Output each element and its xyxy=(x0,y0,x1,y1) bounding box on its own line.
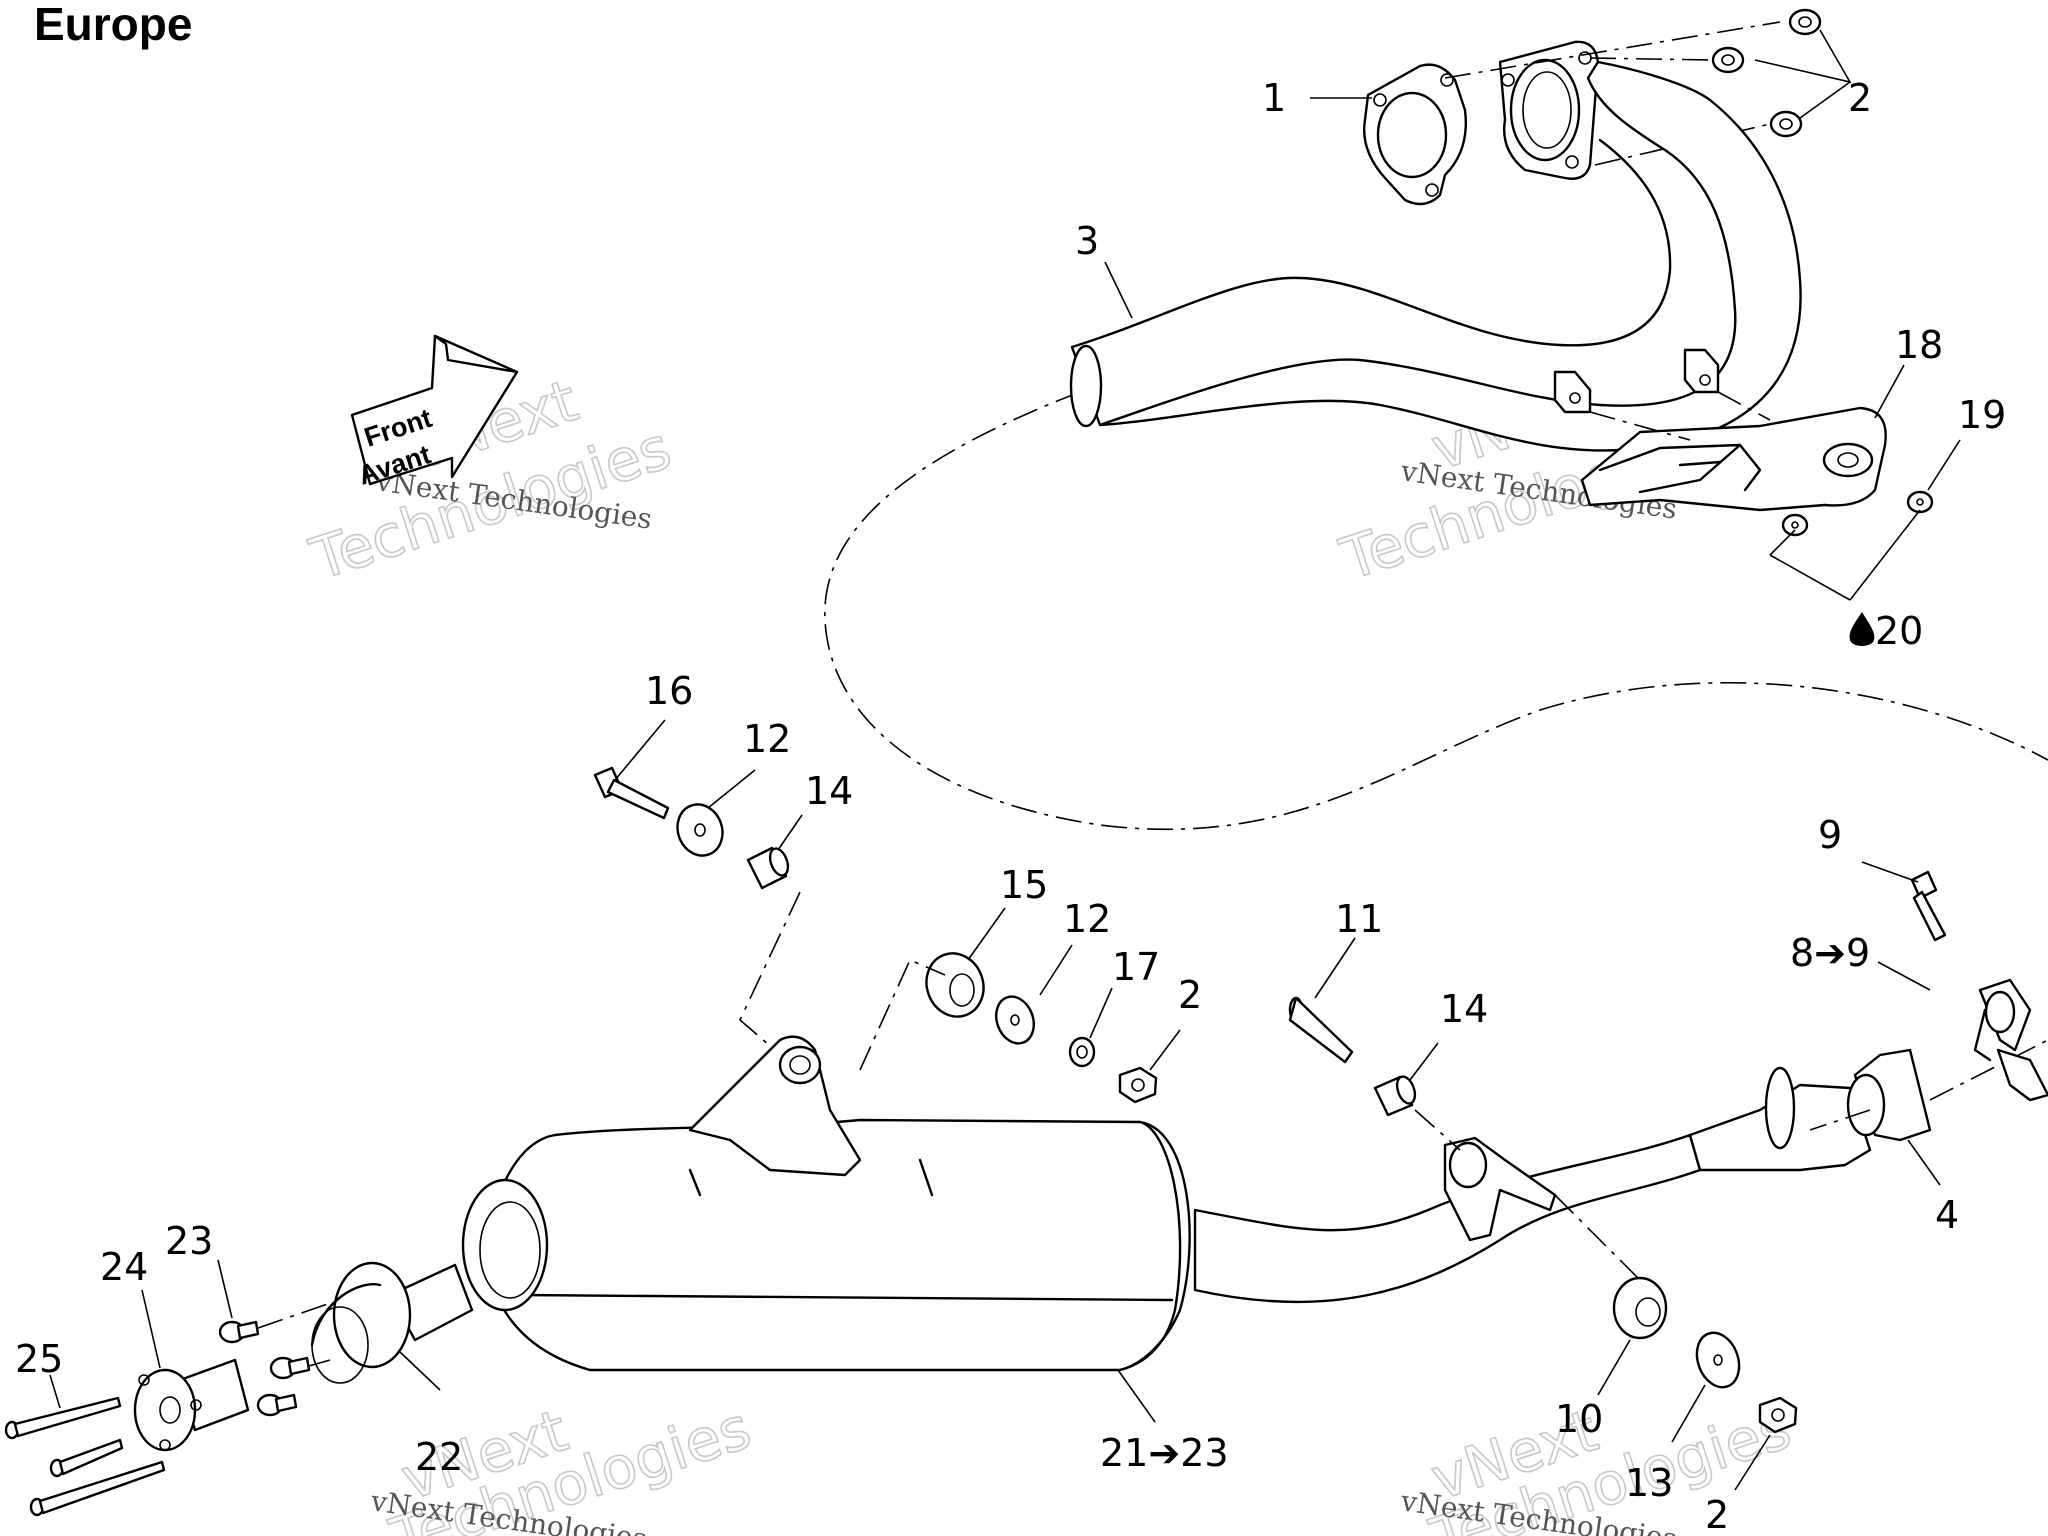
mount-tab-icon xyxy=(1683,348,1720,394)
exhaust-flange-icon xyxy=(1498,40,1600,180)
leader-line xyxy=(1849,509,1921,601)
assembly-routing-line xyxy=(824,391,2048,831)
callout-12: 12 xyxy=(743,717,791,761)
callout-4: 4 xyxy=(1935,1193,1959,1237)
screw-icon xyxy=(269,1356,311,1380)
screw-icon xyxy=(49,1438,124,1478)
callout-14: 14 xyxy=(805,769,853,813)
callout-2: 2 xyxy=(1178,973,1202,1017)
callout-2: 2 xyxy=(1705,1493,1729,1536)
flange-nut-icon xyxy=(1118,1066,1158,1104)
bolt-icon xyxy=(1910,870,1947,942)
flange-nut-icon xyxy=(1711,46,1745,74)
exhaust-sleeve-icon xyxy=(1846,1048,1932,1142)
spacer-icon xyxy=(1068,1036,1096,1068)
callout-20: 20 xyxy=(1875,609,1923,653)
flange-nut-icon xyxy=(1788,8,1822,36)
bolt-icon xyxy=(1288,996,1354,1064)
callout-15: 15 xyxy=(1000,863,1048,907)
callout-3: 3 xyxy=(1075,219,1099,263)
heat-shield-bracket-icon xyxy=(1580,406,1887,512)
page-title: Europe xyxy=(34,0,192,50)
assembly-alignment-line xyxy=(859,958,946,1071)
callout-25: 25 xyxy=(15,1337,63,1381)
callout-22: 22 xyxy=(415,1435,463,1479)
callout-17: 17 xyxy=(1112,945,1160,989)
assembly-alignment-line xyxy=(1554,1194,1641,1281)
washer-icon xyxy=(676,803,724,857)
callout-19: 19 xyxy=(1958,393,2006,437)
screw-icon xyxy=(218,1320,260,1344)
flange-nut-icon xyxy=(1758,1396,1798,1434)
assembly-alignment-line xyxy=(257,1297,346,1367)
grommet-icon xyxy=(925,952,985,1018)
callout-12: 12 xyxy=(1063,897,1111,941)
threadlocker-drop-icon xyxy=(1849,612,1875,646)
callout-13: 13 xyxy=(1625,1461,1673,1505)
bolt-icon xyxy=(593,766,670,820)
callout-18: 18 xyxy=(1895,323,1943,367)
gasket-icon xyxy=(1363,63,1467,206)
washer-icon xyxy=(994,995,1036,1045)
callout-14: 14 xyxy=(1440,987,1488,1031)
callout-16: 16 xyxy=(645,669,693,713)
spark-arrester-icon xyxy=(310,1261,474,1384)
screw-icon xyxy=(1781,513,1809,537)
clamp-icon xyxy=(1973,978,2048,1102)
callout-21-23: 21➔23 xyxy=(1100,1431,1229,1475)
callout-11: 11 xyxy=(1335,897,1383,941)
leader-lines xyxy=(49,29,1961,1491)
screw-icon xyxy=(256,1393,298,1417)
exhaust-head-pipe-icon xyxy=(1069,60,1802,452)
callout-24: 24 xyxy=(100,1245,148,1289)
callouts: 1 2 3 18 19 20 16 12 14 15 12 17 2 11 14… xyxy=(15,76,2006,1536)
grommet-icon xyxy=(1612,1276,1668,1340)
assembly-alignment-line xyxy=(1809,1039,2048,1131)
flange-nut-icon xyxy=(1769,110,1803,138)
callout-1: 1 xyxy=(1262,76,1286,120)
callout-23: 23 xyxy=(165,1219,213,1263)
assembly-alignment-line xyxy=(1414,1109,1461,1151)
spacer-icon xyxy=(746,846,790,890)
screw-icon xyxy=(29,1460,166,1517)
stud-alignment-line xyxy=(1589,391,1771,441)
screw-icon xyxy=(4,1396,122,1440)
end-cap-icon xyxy=(133,1358,250,1452)
callout-2: 2 xyxy=(1848,76,1872,120)
leader-line xyxy=(1769,529,1851,601)
callout-8-9: 8➔9 xyxy=(1790,931,1870,975)
washer-icon xyxy=(1695,1331,1741,1389)
callout-10: 10 xyxy=(1555,1397,1603,1441)
callout-9: 9 xyxy=(1818,813,1842,857)
muffler-icon xyxy=(461,1035,1872,1372)
screw-icon xyxy=(1906,490,1934,514)
spacer-icon xyxy=(1373,1075,1417,1117)
